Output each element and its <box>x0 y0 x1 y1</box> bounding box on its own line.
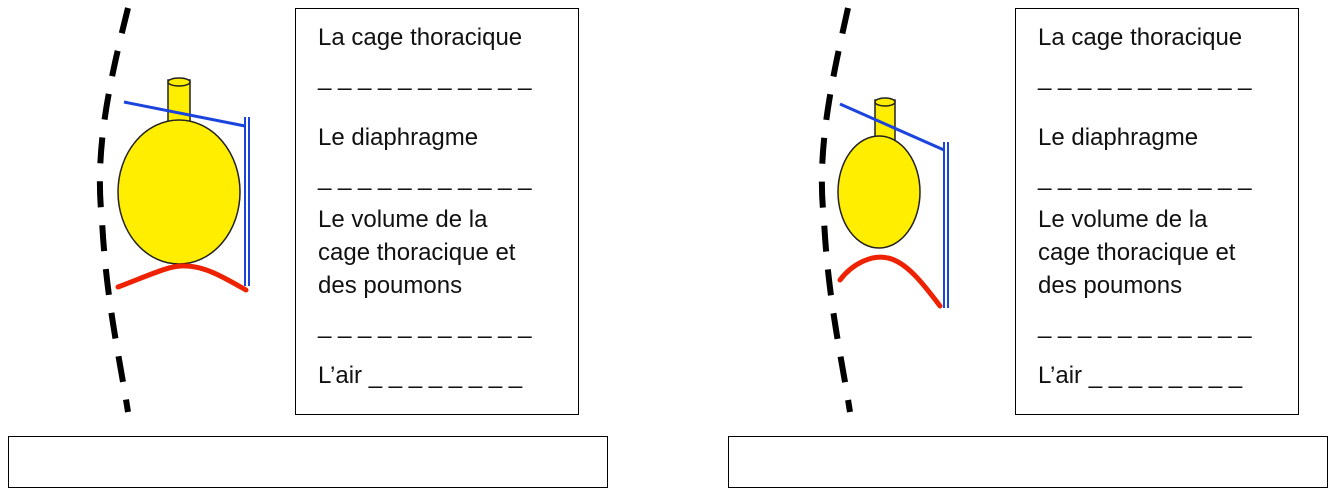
diaphragm-label: Le diaphragme <box>1038 124 1199 151</box>
right-answer-box[interactable] <box>728 436 1328 488</box>
diaphragm-answer-blank[interactable]: _ _ _ _ _ _ _ _ _ _ _ <box>318 164 532 191</box>
diaphragm-answer-blank[interactable]: _ _ _ _ _ _ _ _ _ _ _ <box>1038 164 1252 191</box>
rib-cage-icon <box>839 102 945 152</box>
cage-answer-blank[interactable]: _ _ _ _ _ _ _ _ _ _ _ <box>318 64 532 91</box>
lungs-icon <box>837 135 921 249</box>
left-answer-box[interactable] <box>8 436 608 488</box>
volume-label-line2: cage thoracique et <box>1038 239 1236 266</box>
volume-label-line3: des poumons <box>1038 272 1183 299</box>
lungs-icon <box>117 119 241 265</box>
body-outline-icon <box>818 7 853 413</box>
volume-answer-blank[interactable]: _ _ _ _ _ _ _ _ _ _ _ <box>1038 312 1252 339</box>
trachea-top-icon <box>874 97 896 107</box>
trachea-top-icon <box>167 77 191 87</box>
body-outline-icon <box>96 7 131 413</box>
volume-label-line1: Le volume de la <box>1038 206 1208 233</box>
air-label[interactable]: L’air _ _ _ _ _ _ _ _ <box>318 362 523 389</box>
cage-label: La cage thoracique <box>1038 24 1243 51</box>
volume-label-line3: des poumons <box>318 272 463 299</box>
cage-label: La cage thoracique <box>318 24 523 51</box>
diaphragm-icon <box>837 254 943 309</box>
left-diagram <box>96 7 250 413</box>
left-question-panel: La cage thoracique _ _ _ _ _ _ _ _ _ _ _… <box>295 8 579 415</box>
volume-label-line2: cage thoracique et <box>318 239 516 266</box>
right-diagram <box>818 7 949 413</box>
right-question-panel: La cage thoracique _ _ _ _ _ _ _ _ _ _ _… <box>1015 8 1299 415</box>
air-label[interactable]: L’air _ _ _ _ _ _ _ _ <box>1038 362 1243 389</box>
cage-answer-blank[interactable]: _ _ _ _ _ _ _ _ _ _ _ <box>1038 64 1252 91</box>
diaphragm-icon <box>115 263 249 293</box>
rib-cage-icon <box>123 100 246 128</box>
volume-answer-blank[interactable]: _ _ _ _ _ _ _ _ _ _ _ <box>318 312 532 339</box>
volume-label-line1: Le volume de la <box>318 206 488 233</box>
diaphragm-label: Le diaphragme <box>318 124 479 151</box>
